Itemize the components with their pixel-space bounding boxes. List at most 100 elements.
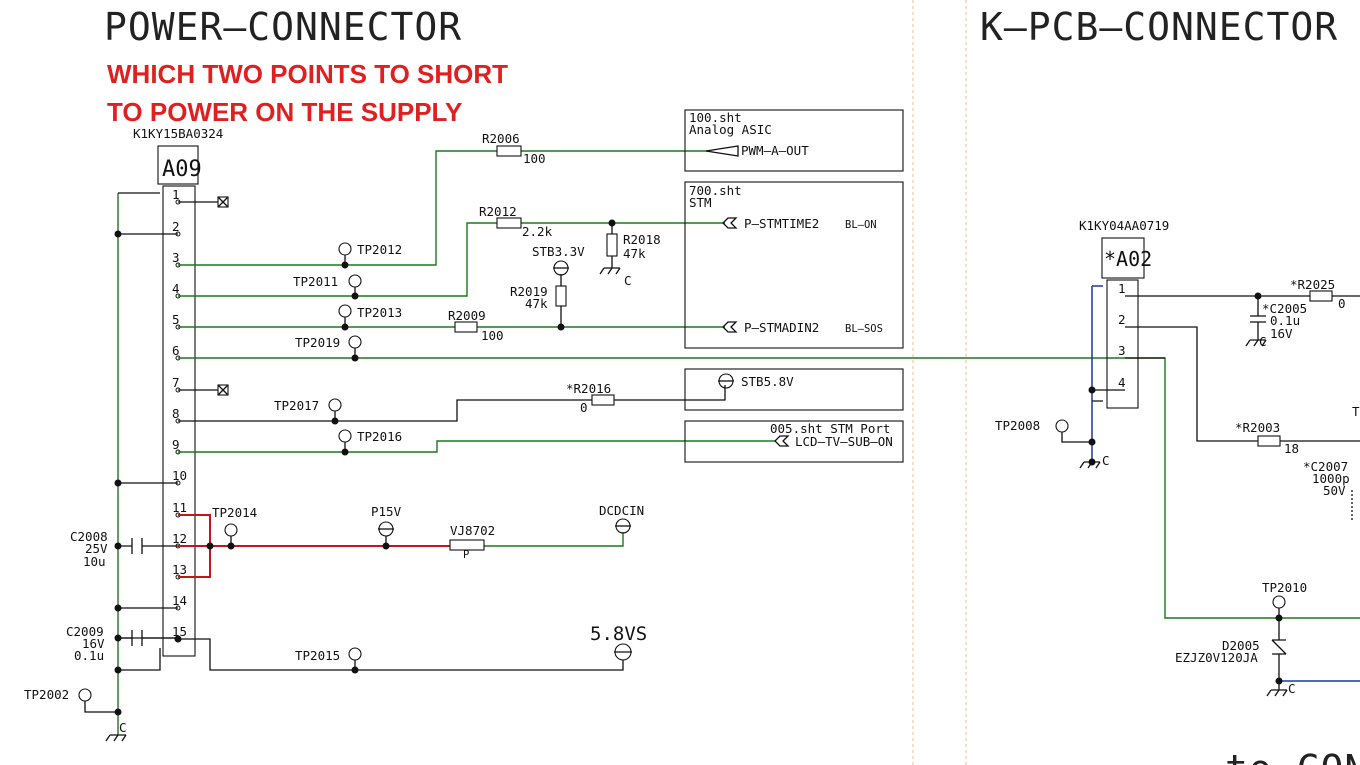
- title-power-connector: POWER–CONNECTOR: [104, 5, 462, 49]
- gnd-label: C: [119, 720, 127, 735]
- no-connect-icon: [217, 384, 229, 396]
- c2007-label: *C2007: [1303, 459, 1348, 474]
- net-lcd-tv-sub-on: [178, 440, 775, 453]
- c2008-label: C2008: [70, 529, 108, 544]
- signal-note: BL–SOS: [845, 323, 883, 335]
- a09-pin-2: 2: [172, 219, 180, 234]
- tp-partial-label: T: [1352, 404, 1360, 419]
- tp2015-label: TP2015: [295, 648, 340, 663]
- sheet-name: Analog ASIC: [689, 122, 772, 137]
- r2012-value: 2.2k: [522, 224, 553, 239]
- sheet-file: 005.sht STM Port: [770, 421, 890, 436]
- r2019-value: 47k: [525, 296, 548, 311]
- net-stb58: [178, 385, 726, 422]
- a02-pin-4: 4: [1118, 375, 1126, 390]
- no-connect-icon: [217, 196, 229, 208]
- signal-stmtime2: P–STMTIME2: [744, 216, 819, 231]
- a09-pin-1: 1: [172, 187, 180, 202]
- signal-stmadin2: P–STMADIN2: [744, 320, 819, 335]
- resistor-r2018[interactable]: [606, 233, 618, 257]
- net-stmtime: [178, 222, 725, 297]
- a02-pin-labels: 1 2 3 4: [1118, 281, 1126, 390]
- a02-ref: *A02: [1104, 247, 1152, 271]
- a02-pin-3: 3: [1118, 343, 1126, 358]
- a09-pin-6: 6: [172, 343, 180, 358]
- sheet-name: STM: [689, 195, 712, 210]
- resistor-r2006[interactable]: [496, 145, 522, 157]
- a09-pin-7: 7: [172, 375, 180, 390]
- vj8702-pin: P: [463, 549, 469, 561]
- connector-a02-body[interactable]: [1106, 279, 1139, 409]
- tp2019-label: TP2019: [295, 335, 340, 350]
- c2005-label: *C2005: [1262, 301, 1307, 316]
- gnd-label: C: [1102, 453, 1110, 468]
- r2003-value: 18: [1284, 441, 1299, 456]
- a09-pin-15: 15: [172, 624, 187, 639]
- a09-pin-3: 3: [172, 250, 180, 265]
- net-pin6: [178, 357, 1360, 619]
- net-p15v-short: [178, 514, 450, 578]
- a02-pin-2: 2: [1118, 312, 1126, 327]
- wire: [1092, 389, 1125, 402]
- a09-pin-12: 12: [172, 531, 187, 546]
- r2018-label: R2018: [623, 232, 661, 247]
- tp2014-label: TP2014: [212, 505, 257, 520]
- r2025-value: 0: [1338, 296, 1346, 311]
- r2018-value: 47k: [623, 246, 646, 261]
- a02-part-number: K1KY04AA0719: [1079, 218, 1169, 233]
- resistor-r2003[interactable]: [1257, 435, 1281, 447]
- net-pwm: [178, 150, 710, 266]
- c2005-voltage: 16V: [1270, 326, 1293, 341]
- c2007-value: 1000p: [1312, 471, 1350, 486]
- diode-d2005: [1266, 608, 1288, 697]
- gnd-label: C: [1288, 681, 1296, 696]
- r2025-label: *R2025: [1290, 277, 1335, 292]
- r2006-label: R2006: [482, 131, 520, 146]
- resistor-r2019[interactable]: [555, 285, 567, 307]
- tp2002-label: TP2002: [24, 687, 69, 702]
- a09-pin-9: 9: [172, 437, 180, 452]
- sheet-stm[interactable]: [684, 181, 904, 349]
- sheet-stb58[interactable]: [684, 368, 904, 411]
- sheet-file: 700.sht: [689, 183, 742, 198]
- sheet-stm-port[interactable]: [684, 420, 904, 463]
- sheet-analog-asic[interactable]: [684, 109, 904, 172]
- resistor-r2012[interactable]: [496, 217, 522, 229]
- annotation-line-2: TO POWER ON THE SUPPLY: [107, 97, 462, 127]
- c2009-voltage: 16V: [82, 636, 105, 651]
- gnd-rail-a02: [1091, 285, 1103, 462]
- r2016-label: *R2016: [566, 381, 611, 396]
- wire: [84, 701, 127, 742]
- tp2010-label: TP2010: [1262, 580, 1307, 595]
- stb58-label: STB5.8V: [741, 374, 794, 389]
- sheet-file: 100.sht: [689, 110, 742, 125]
- wire: [118, 233, 178, 671]
- resistor-r2009[interactable]: [454, 321, 478, 333]
- title-partial: to CON: [1225, 747, 1360, 765]
- a09-pin-4: 4: [172, 281, 180, 296]
- r2016-value: 0: [580, 400, 588, 415]
- d2005-part: EZJZ0V120JA: [1175, 650, 1258, 665]
- title-kpcb-connector: K–PCB–CONNECTOR: [980, 5, 1338, 49]
- fuse-vj8702[interactable]: [449, 539, 485, 551]
- a02-pin-1: 1: [1118, 281, 1126, 296]
- r2006-value: 100: [523, 151, 546, 166]
- r2009-label: R2009: [448, 308, 486, 323]
- annotation-line-1: WHICH TWO POINTS TO SHORT: [107, 59, 508, 89]
- tp2008-label: TP2008: [995, 418, 1040, 433]
- c2009-label: C2009: [66, 624, 104, 639]
- resistor-r2016[interactable]: [591, 394, 615, 406]
- resistor-r2025[interactable]: [1309, 290, 1333, 302]
- signal-note: BL–ON: [845, 219, 877, 231]
- p15v-label: P15V: [371, 504, 402, 519]
- a02-ref-box: [1101, 237, 1145, 279]
- r2012-label: R2012: [479, 204, 517, 219]
- a09-part-number: K1KY15BA0324: [133, 126, 223, 141]
- r2009-value: 100: [481, 328, 504, 343]
- stb33-label: STB3.3V: [532, 244, 585, 259]
- a09-pin-14: 14: [172, 593, 187, 608]
- capacitor-c2005: [1245, 296, 1267, 347]
- dcdcin-label: DCDCIN: [599, 503, 644, 518]
- vs58-label: 5.8VS: [590, 623, 647, 645]
- tp2017-label: TP2017: [274, 398, 319, 413]
